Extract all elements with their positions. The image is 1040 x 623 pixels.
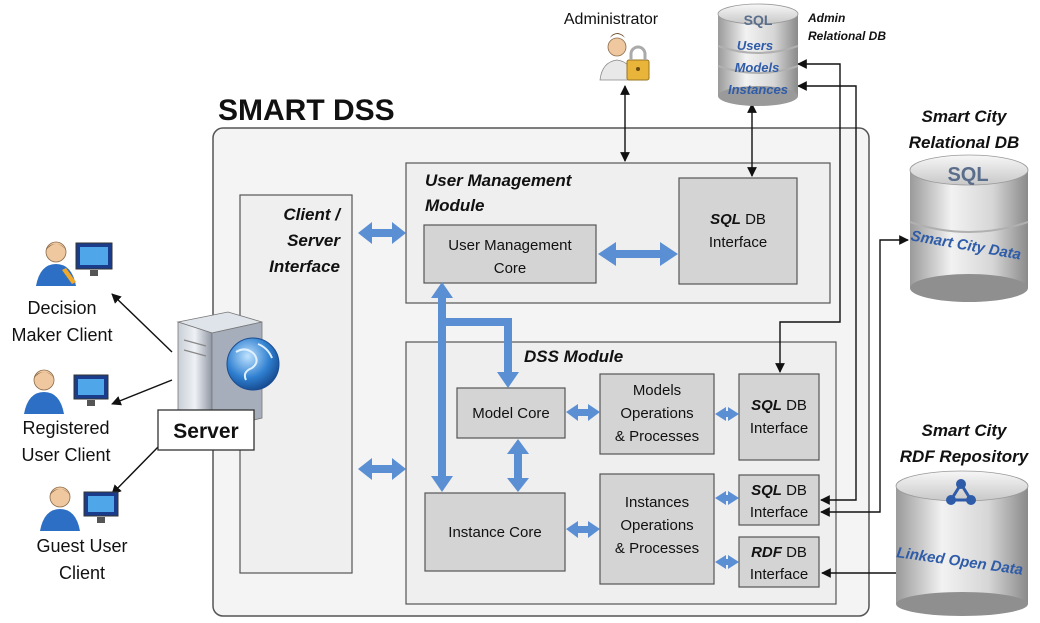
models-ops-line2: Operations: [620, 405, 693, 422]
server-label: Server: [173, 420, 238, 443]
admin-db-label-line2: Relational DB: [808, 29, 886, 43]
client-decision-line1: Decision: [27, 298, 96, 318]
dss-sql1-line2: Interface: [750, 420, 808, 437]
admin-db-cylinder-icon: [717, 3, 799, 106]
client-decision-line2: Maker Client: [11, 325, 112, 345]
client-registered-line2: User Client: [21, 445, 110, 465]
instances-ops-line3: & Processes: [615, 540, 699, 557]
connector-server-registered: [111, 379, 173, 406]
connector-smartcity-dss-sql2: [820, 235, 909, 517]
models-ops-line1: Models: [633, 382, 681, 399]
user-mgmt-sql-prefix: SQL: [710, 211, 741, 228]
dss-rdf-line2: Interface: [750, 566, 808, 583]
model-core-label: Model Core: [472, 405, 550, 422]
user-management-core: [423, 224, 597, 284]
smart-city-db-cylinder-icon: [909, 154, 1029, 302]
smart-city-db-sql: SQL: [947, 164, 988, 186]
decision-maker-user-icon: [36, 241, 113, 286]
client-server-line1: Client /: [283, 205, 342, 224]
arrow-usercore-to-sql: [598, 242, 678, 266]
client-guest-line2: Client: [59, 563, 105, 583]
smart-city-db-label-line2: Relational DB: [909, 133, 1020, 152]
smart-city-db-label-line1: Smart City: [921, 107, 1008, 126]
arrow-instancesops-to-sql: [715, 491, 739, 505]
admin-db-tier-models: Models: [735, 60, 780, 75]
user-mgmt-core-line1: User Management: [448, 237, 572, 254]
arrow-client-to-usermgmt: [358, 222, 406, 244]
dss-module-title: DSS Module: [524, 347, 623, 366]
instances-ops-line2: Operations: [620, 517, 693, 534]
connector-server-decision: [111, 293, 173, 353]
administrator-lock-icon: [599, 33, 650, 81]
user-mgmt-core-line2: Core: [494, 260, 527, 277]
admin-db-label-line1: Admin: [807, 11, 845, 25]
rdf-repo-label-line2: RDF Repository: [900, 447, 1030, 466]
dss-sql2-rest: DB: [782, 482, 807, 499]
guest-user-icon: [40, 486, 119, 531]
dss-sql1-rest: DB: [782, 397, 807, 414]
svg-text:SQL DB: SQL DB: [751, 482, 807, 499]
arrow-modelsops-to-sql: [715, 407, 739, 421]
svg-text:RDF DB: RDF DB: [751, 544, 807, 561]
server-label-box: [157, 409, 255, 451]
dss-sql1-prefix: SQL: [751, 397, 782, 414]
rdf-repo-cylinder-icon: [895, 470, 1029, 616]
arrow-instancesops-to-rdf: [715, 555, 739, 569]
client-guest-line1: Guest User: [36, 536, 127, 556]
svg-text:SQL DB: SQL DB: [751, 397, 807, 414]
admin-db-tier-users: Users: [737, 38, 773, 53]
administrator-label: Administrator: [564, 11, 659, 28]
admin-db-sql: SQL: [744, 12, 773, 28]
connector-server-guest: [111, 444, 161, 495]
client-server-line2: Server: [287, 231, 341, 250]
arrow-instancecore-to-ops: [566, 521, 600, 538]
instances-ops-line1: Instances: [625, 494, 689, 511]
instance-core: [424, 492, 566, 572]
models-operations-box: [599, 373, 715, 455]
diagram-title: SMART DSS: [218, 94, 395, 127]
user-mgmt-sql-line2: Interface: [709, 234, 767, 251]
arrow-usercore-to-instance-model: [431, 282, 519, 492]
rdf-network-icon: [946, 479, 976, 505]
model-core: [456, 387, 566, 439]
dss-sql2-line2: Interface: [750, 504, 808, 521]
dss-rdf-prefix: RDF: [751, 544, 783, 561]
user-mgmt-title-line2: Module: [425, 196, 485, 215]
svg-text:SQL DB: SQL DB: [710, 211, 766, 228]
dss-rdf-rest: DB: [782, 544, 807, 561]
user-mgmt-sql-interface: [678, 177, 798, 285]
admin-db-tier-instances: Instances: [728, 82, 788, 97]
dss-sql2-prefix: SQL: [751, 482, 782, 499]
client-registered-line1: Registered: [22, 418, 109, 438]
globe-icon: [226, 337, 280, 391]
arrow-client-to-dss: [358, 458, 406, 480]
rdf-repo-label-line1: Smart City: [921, 421, 1008, 440]
registered-user-icon: [24, 369, 109, 414]
models-ops-line3: & Processes: [615, 428, 699, 445]
user-mgmt-sql-rest: DB: [741, 211, 766, 228]
dss-sql-interface-1: [738, 373, 820, 461]
user-mgmt-title-line1: User Management: [425, 171, 573, 190]
arrow-model-to-instance: [507, 439, 529, 492]
arrow-modelcore-to-ops: [566, 404, 600, 421]
instance-core-label: Instance Core: [448, 524, 541, 541]
client-server-line3: Interface: [269, 257, 340, 276]
